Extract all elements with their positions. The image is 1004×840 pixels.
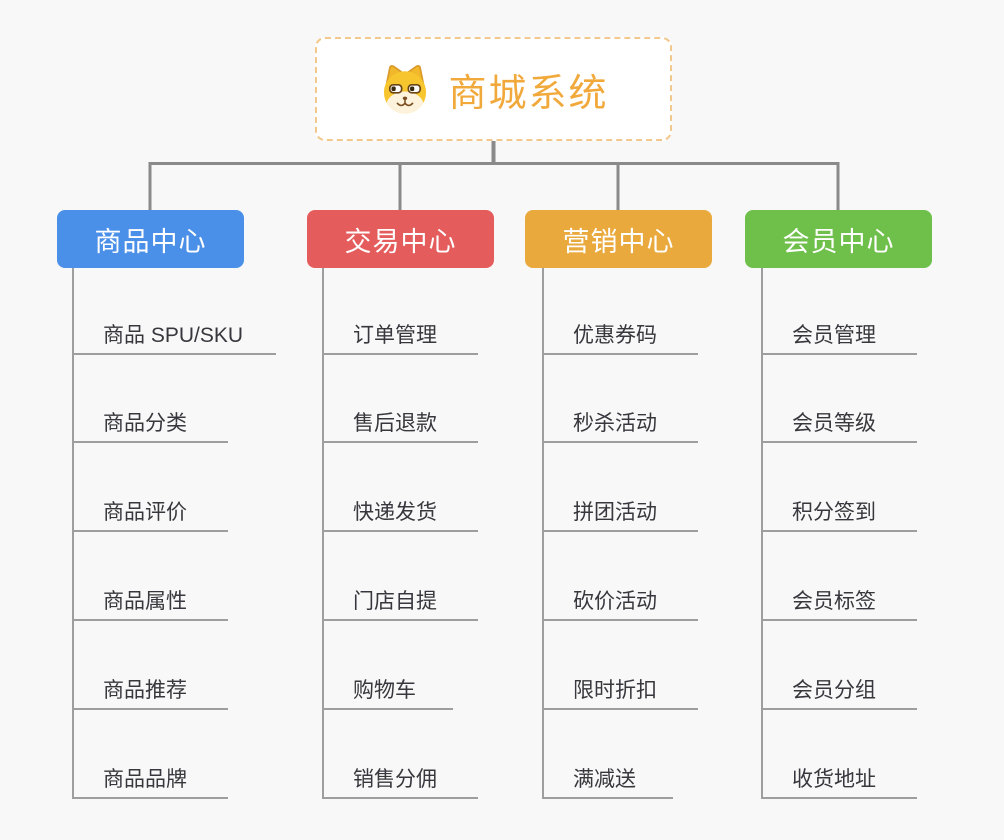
leaf-node[interactable]: 快递发货 [323,494,478,532]
leaf-label: 商品评价 [103,501,187,524]
leaf-label: 销售分佣 [353,768,437,791]
leaf-node[interactable]: 商品 SPU/SKU [73,317,276,355]
leaf-node[interactable]: 售后退款 [323,405,478,443]
leaf-node[interactable]: 购物车 [323,672,453,710]
leaf-node[interactable]: 门店自提 [323,583,478,621]
branch-trunk-line [761,268,763,799]
branch-header-marketing[interactable]: 营销中心 [525,210,712,268]
root-title: 商城系统 [448,72,609,115]
leaf-node[interactable]: 商品分类 [73,405,228,443]
leaf-label: 会员等级 [792,412,876,435]
root-node[interactable]: 商城系统 [315,37,672,141]
leaf-node[interactable]: 限时折扣 [543,672,698,710]
leaf-label: 会员标签 [792,590,876,613]
leaf-label: 商品推荐 [103,679,187,702]
branch-label: 商品中心 [94,226,207,257]
leaf-node[interactable]: 拼团活动 [543,494,698,532]
leaf-label: 购物车 [353,679,416,702]
leaf-label: 会员管理 [792,324,876,347]
leaf-node[interactable]: 满减送 [543,761,673,799]
leaf-label: 商品分类 [103,412,187,435]
leaf-label: 满减送 [573,768,636,791]
leaf-label: 商品 SPU/SKU [103,324,244,347]
leaf-node[interactable]: 销售分佣 [323,761,478,799]
shiba-dog-icon [378,62,432,116]
branch-label: 会员中心 [782,226,895,257]
leaf-label: 门店自提 [353,590,437,613]
leaf-label: 商品属性 [103,590,187,613]
leaf-label: 砍价活动 [573,590,657,613]
leaf-node[interactable]: 商品属性 [73,583,228,621]
branch-header-product[interactable]: 商品中心 [57,210,244,268]
leaf-node[interactable]: 秒杀活动 [543,405,698,443]
leaf-node[interactable]: 积分签到 [762,494,917,532]
leaf-node[interactable]: 砍价活动 [543,583,698,621]
branch-header-trade[interactable]: 交易中心 [307,210,494,268]
branch-trunk-line [322,268,324,799]
leaf-node[interactable]: 商品推荐 [73,672,228,710]
leaf-node[interactable]: 会员分组 [762,672,917,710]
leaf-label: 秒杀活动 [573,412,657,435]
leaf-label: 售后退款 [353,412,437,435]
leaf-label: 订单管理 [353,324,437,347]
leaf-node[interactable]: 会员管理 [762,317,917,355]
branch-label: 交易中心 [344,226,457,257]
leaf-node[interactable]: 商品品牌 [73,761,228,799]
leaf-label: 收货地址 [792,768,876,791]
leaf-label: 积分签到 [792,501,876,524]
leaf-node[interactable]: 商品评价 [73,494,228,532]
leaf-label: 优惠券码 [573,324,657,347]
leaf-node[interactable]: 会员等级 [762,405,917,443]
leaf-label: 商品品牌 [103,768,187,791]
leaf-label: 会员分组 [792,679,876,702]
branch-header-member[interactable]: 会员中心 [745,210,932,268]
leaf-node[interactable]: 订单管理 [323,317,478,355]
leaf-label: 快递发货 [353,501,437,524]
leaf-label: 拼团活动 [573,501,657,524]
leaf-node[interactable]: 收货地址 [762,761,917,799]
branch-trunk-line [542,268,544,799]
branch-trunk-line [72,268,74,799]
branch-label: 营销中心 [562,226,675,257]
leaf-node[interactable]: 会员标签 [762,583,917,621]
leaf-node[interactable]: 优惠券码 [543,317,698,355]
leaf-label: 限时折扣 [573,679,657,702]
